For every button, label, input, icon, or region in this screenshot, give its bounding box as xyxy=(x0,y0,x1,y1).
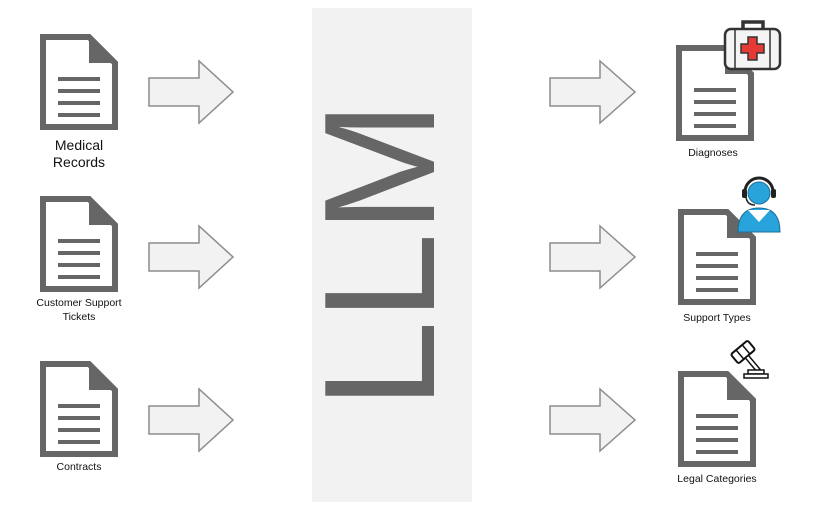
arrow-right-icon xyxy=(549,224,637,290)
output-document-support-types: Support Types xyxy=(678,176,781,324)
input-label-contracts: Contracts xyxy=(57,461,102,473)
output-label-legal-categories: Legal Categories xyxy=(677,473,756,485)
input-label-medical-records-line1: Medical xyxy=(55,137,103,153)
output-document-diagnoses: Diagnoses xyxy=(676,20,782,159)
document-icon xyxy=(40,361,118,457)
arrow-right-icon xyxy=(549,59,637,125)
input-label-medical-records-line2: Records xyxy=(53,154,105,170)
gavel-icon xyxy=(730,340,769,379)
llm-panel xyxy=(312,8,472,502)
document-icon xyxy=(40,34,118,130)
arrow-right-icon xyxy=(148,59,235,125)
input-document-medical-records: Medical Records xyxy=(40,34,118,170)
output-document-legal-categories: Legal Categories xyxy=(677,340,769,485)
output-label-support-types: Support Types xyxy=(683,312,751,324)
output-label-diagnoses: Diagnoses xyxy=(688,147,738,159)
input-document-customer-support-tickets: Customer Support Tickets xyxy=(36,196,122,323)
llm-label: LLM xyxy=(292,101,468,408)
input-document-contracts: Contracts xyxy=(40,361,118,473)
arrow-right-icon xyxy=(148,387,235,453)
arrow-right-icon xyxy=(549,387,637,453)
input-label-customer-support-line2: Tickets xyxy=(63,311,96,323)
document-icon xyxy=(678,371,756,467)
input-label-customer-support-line1: Customer Support xyxy=(36,297,121,309)
first-aid-kit-icon xyxy=(723,20,782,71)
arrow-right-icon xyxy=(148,224,235,290)
document-icon xyxy=(40,196,118,292)
support-agent-icon xyxy=(737,176,781,233)
